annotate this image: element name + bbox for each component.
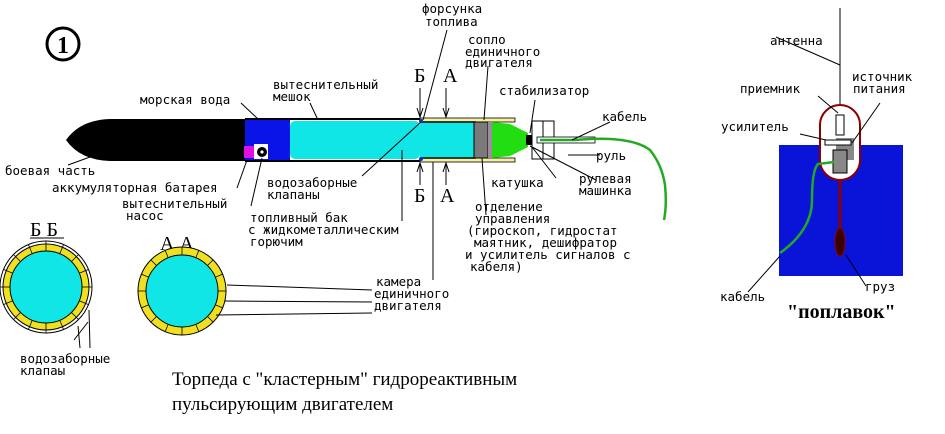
weight — [834, 227, 846, 257]
label-control-1: отделение — [475, 199, 543, 214]
label-intake-valves-1: водозаборные — [267, 175, 357, 190]
section-bb-title: Б Б — [30, 219, 58, 241]
label-nozzle-3: двигателя — [465, 55, 533, 70]
amplifier — [824, 139, 852, 146]
label-fuel-tank-1: топливный бак — [250, 210, 348, 225]
ring-segment-divider — [150, 316, 157, 323]
label-control-4: маятник, дешифратор — [474, 235, 617, 250]
label-rudder: руль — [596, 148, 626, 163]
ring-segment-divider — [59, 320, 64, 330]
ring-segment-divider — [195, 324, 200, 332]
ring-segment-divider — [13, 254, 21, 262]
label-cable: кабель — [602, 109, 647, 124]
ring-segment-divider — [71, 312, 79, 320]
label-float-cable: кабель — [720, 289, 765, 304]
label-steering-2: машинка — [579, 183, 632, 198]
section-a-top: А — [443, 65, 458, 87]
ring-segment-divider — [150, 259, 157, 266]
label-warhead: боевая часть — [5, 163, 95, 178]
caption-line-2: пульсирующим двигателем — [172, 394, 393, 415]
label-chamber-1: камера — [376, 274, 421, 289]
section-a-bottom: А — [440, 185, 455, 207]
section-b-bottom: Б — [414, 185, 425, 207]
label-chamber-3: двигателя — [374, 298, 442, 313]
label-fuel-tank-2: с жидкометаллическим — [248, 222, 399, 237]
nozzle — [492, 122, 528, 158]
ring-segment-divider — [71, 254, 79, 262]
fuel-tank — [420, 119, 476, 161]
control-compartment — [473, 121, 489, 159]
ring-segment-divider — [3, 269, 13, 274]
label-nozzle-2: единичного — [465, 44, 540, 59]
figure-number-circle — [45, 26, 81, 62]
ring-segment-divider — [215, 304, 223, 309]
label-control-3: (гироскоп, гидростат — [467, 223, 618, 238]
ring-segment-divider — [164, 250, 169, 258]
label-power-1: источник — [852, 69, 913, 84]
label-weight: груз — [865, 279, 895, 294]
label-bag-1: вытеснительный — [273, 77, 378, 92]
label-receiver: приемник — [740, 81, 801, 96]
label-injector-1: форсунка — [422, 1, 482, 16]
label-bb-valves-2: клапаы — [20, 363, 65, 378]
label-power-2: питания — [853, 81, 906, 96]
label-control-2: управления — [475, 211, 550, 226]
ring-segment-divider — [3, 300, 13, 305]
ring-segment-divider — [79, 269, 89, 274]
label-control-5: и усилитель сигналов с — [465, 247, 631, 262]
ring-segment-divider — [207, 259, 214, 266]
label-injector-2: топлива — [425, 14, 478, 29]
battery — [244, 146, 255, 158]
label-control-6: кабеля) — [470, 259, 523, 274]
torpedo-cable — [540, 137, 668, 221]
receiver — [835, 114, 845, 136]
ring-segment-divider — [207, 316, 214, 323]
ring-segment-divider — [164, 324, 169, 332]
label-chamber-2: единичного — [374, 286, 449, 301]
float-cable — [779, 160, 835, 255]
label-coil: катушка — [491, 175, 544, 190]
label-bag-2: мешок — [273, 89, 311, 104]
section-bb — [0, 240, 93, 334]
ring-segment-divider — [13, 312, 21, 320]
label-seawater: морская вода — [140, 92, 230, 107]
label-fuel-tank-3: горючим — [250, 234, 303, 249]
label-battery: аккумуляторная батарея — [52, 180, 218, 195]
caption-line-1: Торпеда с "кластерным" гидрореактивным — [172, 369, 517, 390]
ring-segment-divider — [28, 320, 33, 330]
label-nozzle-1: сопло — [468, 32, 506, 47]
label-stabilizer: стабилизатор — [499, 83, 589, 98]
float-title: "поплавок" — [787, 301, 896, 323]
section-aa — [137, 246, 227, 336]
displacement-bag — [290, 121, 420, 159]
figure-number: 1 — [57, 33, 69, 59]
ring-segment-divider — [59, 244, 64, 254]
label-pump-2: насос — [126, 208, 164, 223]
ring-segment-divider — [195, 250, 200, 258]
label-intake-valves-2: клапаны — [267, 187, 320, 202]
label-bb-valves-1: водозаборные — [20, 351, 110, 366]
ring-segment-divider — [79, 300, 89, 305]
warhead — [66, 119, 245, 161]
ring-segment-divider — [141, 273, 149, 278]
ring-segment-divider — [28, 244, 33, 254]
label-steering-1: рулевая — [579, 171, 632, 186]
ring-segment-divider — [215, 273, 223, 278]
section-b-top: Б — [414, 65, 425, 87]
label-amplifier: усилитель — [721, 119, 789, 134]
label-pump-1: вытеснительный — [122, 196, 227, 211]
ring-segment-divider — [141, 304, 149, 309]
label-antenna: антенна — [770, 33, 823, 48]
